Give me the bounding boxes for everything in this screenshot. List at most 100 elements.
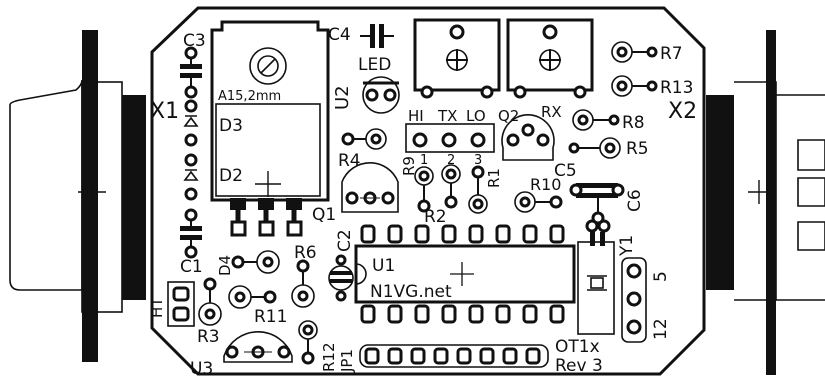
c5-c6-capacitors bbox=[569, 183, 625, 225]
u1-pin-top bbox=[360, 224, 376, 244]
ht-jumper bbox=[167, 281, 195, 327]
pin5-label: 5 bbox=[651, 271, 671, 282]
u1-pin-bottom bbox=[495, 304, 511, 324]
tx-trimpot bbox=[413, 18, 501, 99]
u1-pin-bottom bbox=[414, 304, 430, 324]
pin3-label: 3 bbox=[474, 153, 482, 168]
c3-label: C3 bbox=[183, 31, 206, 51]
u1-pin-bottom bbox=[468, 304, 484, 324]
r5-label: R5 bbox=[626, 139, 649, 159]
lo-label: LO bbox=[466, 107, 486, 125]
q2-label: Q2 bbox=[498, 107, 519, 125]
left-column-parts bbox=[180, 46, 202, 259]
y1-label: Y1 bbox=[617, 235, 637, 257]
x2-db9-connector bbox=[706, 30, 825, 375]
u1-pin-top bbox=[468, 224, 484, 244]
jp1-pin-row bbox=[364, 347, 541, 365]
u1-pin-top bbox=[414, 224, 430, 244]
r1-label: R1 bbox=[485, 168, 503, 188]
jp1-pin bbox=[502, 347, 518, 365]
jp1-pin bbox=[364, 347, 380, 365]
ot-label: OT1x bbox=[555, 337, 600, 357]
r9-label: R9 bbox=[400, 156, 418, 176]
jp1-pin bbox=[479, 347, 495, 365]
led-label: LED bbox=[358, 55, 391, 75]
r6-label: R6 bbox=[294, 243, 317, 263]
led-component bbox=[362, 76, 400, 114]
jp1-pin bbox=[387, 347, 403, 365]
tx-label: TX bbox=[437, 107, 457, 125]
c4-label: C4 bbox=[328, 25, 351, 45]
u3-sensor bbox=[223, 331, 293, 363]
r10-resistor bbox=[514, 191, 563, 213]
u1-pin-bottom bbox=[360, 304, 376, 324]
u1-pin-top bbox=[495, 224, 511, 244]
rx-label: RX bbox=[541, 103, 562, 121]
jp1-pin bbox=[456, 347, 472, 365]
config-header bbox=[621, 257, 647, 343]
q2-transistor bbox=[501, 114, 555, 161]
x1-db9-connector bbox=[9, 30, 146, 362]
u2-label: U2 bbox=[332, 85, 353, 110]
r2-label: R2 bbox=[424, 207, 447, 227]
rev-label: Rev 3 bbox=[555, 356, 603, 376]
r10-label: R10 bbox=[530, 175, 561, 194]
r4-resistor bbox=[341, 128, 387, 150]
rx-trimpot bbox=[506, 18, 594, 99]
jp1-pin bbox=[433, 347, 449, 365]
x1-label: X1 bbox=[150, 99, 179, 124]
c6-label: C6 bbox=[625, 189, 645, 212]
x2-label: X2 bbox=[668, 99, 697, 124]
u1-ic bbox=[354, 244, 576, 304]
board-outline bbox=[150, 6, 706, 376]
c2-label: C2 bbox=[335, 229, 355, 252]
brand-label: N1VG.net bbox=[370, 282, 452, 302]
u1-pin-bottom bbox=[441, 304, 457, 324]
d4-r6-parts bbox=[231, 250, 315, 308]
r4-label: R4 bbox=[338, 151, 361, 171]
pin2-label: 2 bbox=[447, 153, 455, 168]
pin12-label: 12 bbox=[651, 318, 671, 340]
d4-label: D4 bbox=[216, 255, 234, 276]
c2-capacitor bbox=[328, 254, 354, 302]
r12-label: R12 bbox=[320, 342, 338, 372]
u1-pin-bottom bbox=[522, 304, 538, 324]
pin1-label: 1 bbox=[420, 153, 428, 168]
r9-r1-r2-resistors bbox=[414, 164, 488, 214]
regulator-label: A15,2mm bbox=[218, 89, 281, 104]
u1-label: U1 bbox=[372, 256, 395, 276]
u1-pin-row bbox=[360, 224, 565, 324]
d3-label: D3 bbox=[219, 116, 243, 136]
jp1-header bbox=[359, 344, 549, 368]
y1-crystal bbox=[577, 219, 615, 335]
c4-capacitor bbox=[360, 24, 394, 48]
u1-pin-bottom bbox=[549, 304, 565, 324]
q1-label: Q1 bbox=[312, 205, 336, 225]
r13-label: R13 bbox=[660, 78, 693, 98]
jp1-label: JP1 bbox=[338, 349, 356, 373]
r12-resistor bbox=[298, 320, 318, 365]
q1-transistor bbox=[341, 161, 399, 213]
d2-label: D2 bbox=[219, 166, 243, 186]
r7-label: R7 bbox=[660, 44, 683, 64]
r3-label: R3 bbox=[197, 327, 220, 347]
r11-label: R11 bbox=[254, 307, 287, 327]
u1-pin-top bbox=[441, 224, 457, 244]
u1-pin-top bbox=[522, 224, 538, 244]
r8-label: R8 bbox=[622, 113, 645, 133]
u3-label: U3 bbox=[190, 359, 213, 379]
jp1-pin bbox=[410, 347, 426, 365]
hi-tx-lo-jumper bbox=[405, 123, 495, 153]
jp1-pin bbox=[525, 347, 541, 365]
c1-label: C1 bbox=[180, 257, 203, 277]
hi-label: HI bbox=[408, 107, 424, 125]
u1-pin-top bbox=[387, 224, 403, 244]
u1-pin-bottom bbox=[387, 304, 403, 324]
u2-regulator bbox=[210, 20, 330, 237]
r3-r11-resistors bbox=[198, 277, 277, 326]
ht-label: HT bbox=[148, 297, 166, 318]
u1-pin-top bbox=[549, 224, 565, 244]
c5-label: C5 bbox=[554, 161, 577, 181]
right-resistors bbox=[568, 41, 658, 159]
